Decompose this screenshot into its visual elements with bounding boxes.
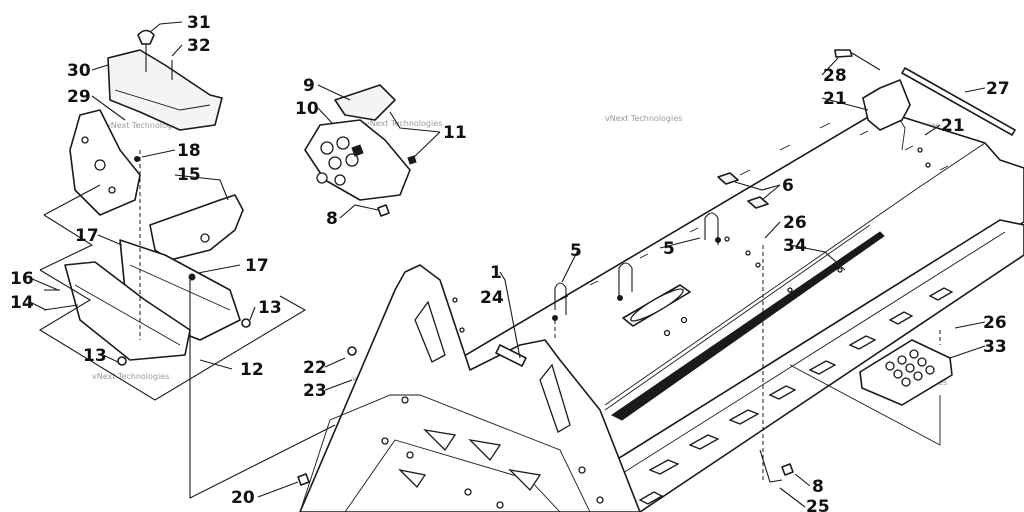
callout-9: 9 — [303, 76, 315, 96]
callout-5: 5 — [663, 239, 675, 259]
callout-25: 25 — [806, 497, 830, 512]
watermark: vNext Technologies — [92, 372, 169, 381]
callout-15: 15 — [177, 165, 201, 185]
callout-13: 13 — [258, 298, 282, 318]
callout-12: 12 — [240, 360, 264, 380]
callout-8: 8 — [812, 477, 824, 497]
callout-14: 14 — [10, 293, 34, 313]
callout-23: 23 — [303, 381, 327, 401]
watermark: vNext Technologies — [106, 121, 183, 130]
callout-21: 21 — [941, 116, 965, 136]
callout-17: 17 — [245, 256, 269, 276]
callout-34: 34 — [783, 236, 807, 256]
callout-1: 1 — [490, 263, 502, 283]
u-bolts — [552, 212, 721, 321]
callout-26: 26 — [983, 313, 1007, 333]
callout-24: 24 — [480, 288, 504, 308]
callout-leaders — [29, 21, 986, 508]
leader-lines — [38, 150, 764, 499]
callout-13: 13 — [83, 346, 107, 366]
steering-support — [107, 29, 223, 131]
cover-plate-33 — [789, 330, 953, 446]
callout-31: 31 — [187, 13, 211, 33]
callout-32: 32 — [187, 36, 211, 56]
callout-22: 22 — [303, 358, 327, 378]
callout-21: 21 — [823, 89, 847, 109]
callout-5: 5 — [570, 241, 582, 261]
rear-bar — [834, 49, 1016, 136]
callout-20: 20 — [231, 488, 255, 508]
callout-27: 27 — [986, 79, 1010, 99]
callout-18: 18 — [177, 141, 201, 161]
callout-29: 29 — [67, 87, 91, 107]
steering-brackets — [64, 109, 244, 361]
callout-30: 30 — [67, 61, 91, 81]
front-frame — [299, 264, 641, 512]
callout-labels: 31 32 30 29 18 15 17 17 16 14 13 13 12 9… — [10, 13, 1010, 512]
callout-10: 10 — [295, 99, 319, 119]
callout-11: 11 — [443, 123, 467, 143]
callout-8: 8 — [326, 209, 338, 229]
bracket-9-10 — [304, 84, 417, 217]
callout-16: 16 — [10, 269, 34, 289]
callout-17: 17 — [75, 226, 99, 246]
watermark: vNext Technologies — [605, 114, 682, 123]
callout-28: 28 — [823, 66, 847, 86]
callout-26: 26 — [783, 213, 807, 233]
pads — [717, 172, 769, 209]
callout-6: 6 — [782, 176, 794, 196]
fasteners — [43, 289, 794, 486]
callout-33: 33 — [983, 337, 1007, 357]
watermark: vNext Technologies — [365, 119, 442, 128]
